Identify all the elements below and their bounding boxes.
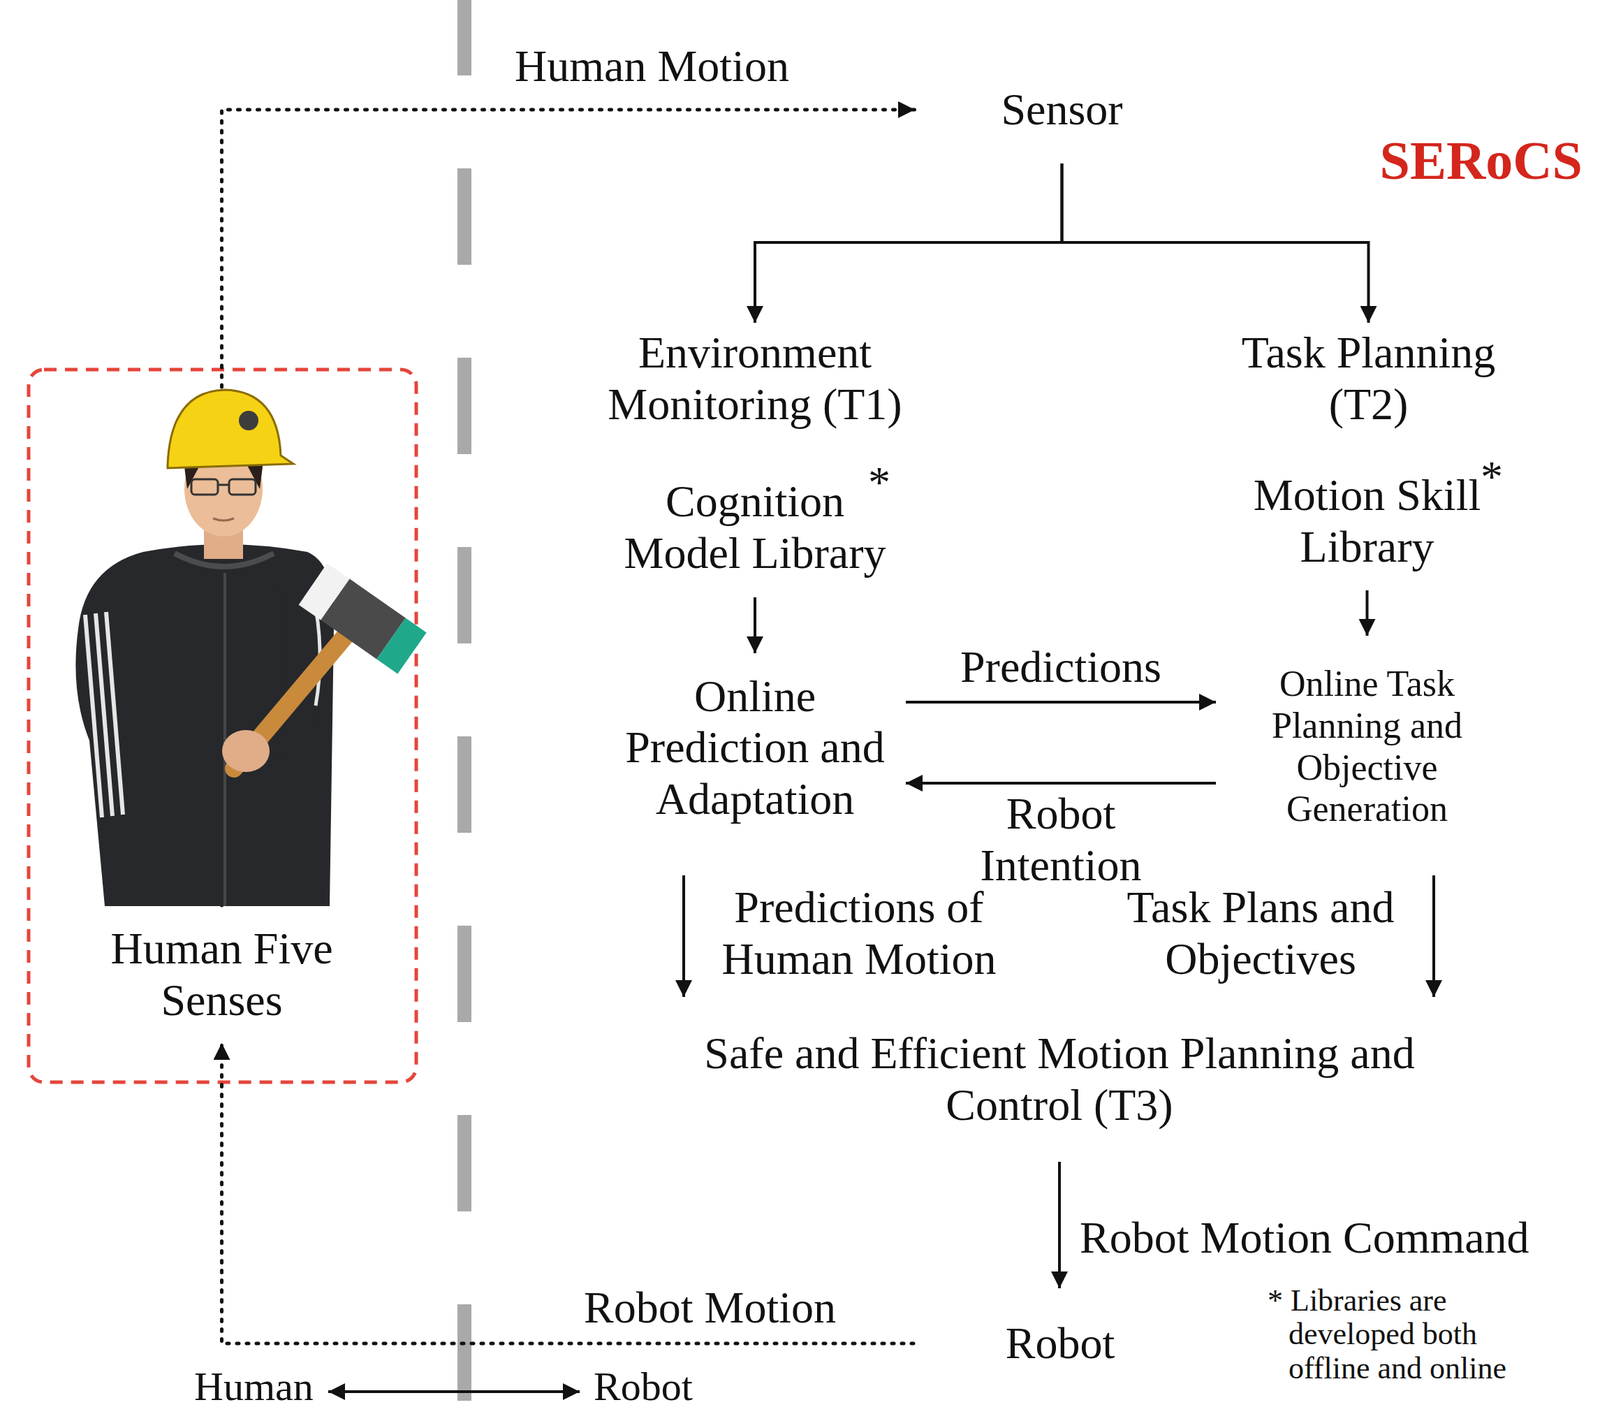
connector-arrow <box>1058 1161 1061 1288</box>
side-label: Robot <box>593 1363 693 1411</box>
box-border <box>605 458 905 596</box>
side-label: Human <box>194 1363 314 1411</box>
module-box: Cognition Model Library* Online Predictio… <box>564 322 946 876</box>
divider-line <box>457 0 472 1421</box>
box-border <box>70 906 373 1042</box>
connector-arrow <box>754 163 1063 323</box>
box-label: Safe and Efficient Motion Planning and C… <box>657 1027 1462 1130</box>
edge-label: Predictions of Human Motion <box>698 881 1020 985</box>
edge-label: Robot Motion <box>583 1281 836 1334</box>
control-box: Safe and Efficient Motion Planning and C… <box>602 996 1517 1162</box>
box-label: Online Prediction and Adaptation <box>618 670 892 825</box>
edge-label: Robot Intention <box>956 787 1166 891</box>
connector-arrow <box>682 875 686 997</box>
box-border <box>914 1289 1206 1397</box>
edge-label: Robot Motion Command <box>1079 1211 1530 1264</box>
system-region: Cognition Model Library*Online Predictio… <box>515 199 1597 1200</box>
box-border <box>1217 453 1517 589</box>
edge-label: Task Plans and Objectives <box>1099 881 1422 985</box>
box-label: Online Task Planning and Objective Gener… <box>1229 662 1505 830</box>
box-label: Motion Skill Library <box>1229 469 1505 572</box>
box-border <box>1217 636 1517 856</box>
module-box: Motion Skill Library* Online Task Plannin… <box>1178 322 1559 876</box>
box-label: Cognition Model Library <box>618 475 892 579</box>
motion-flow <box>222 1042 915 1343</box>
connector-arrow <box>905 700 1216 704</box>
connector-arrow <box>1062 163 1369 323</box>
footnote-marker: * <box>868 460 891 505</box>
box-border <box>916 57 1208 163</box>
library-box: Motion Skill Library* <box>1215 451 1519 591</box>
connector-arrow <box>905 781 1216 785</box>
box-label: Human Five Senses <box>83 922 361 1026</box>
side-arrow <box>328 1389 580 1393</box>
footnote-marker: * <box>1480 454 1503 500</box>
library-box: Cognition Model Library* <box>604 457 906 598</box>
box-outline <box>602 996 1517 1162</box>
box-label: Sensor <box>1000 83 1123 136</box>
sensor-box: Sensor <box>914 55 1209 164</box>
box-border <box>565 324 945 874</box>
box-label: Robot <box>1005 1317 1115 1369</box>
connector-arrow <box>1366 590 1369 636</box>
box-border <box>603 997 1516 1161</box>
region-heading: SERoCS <box>1380 129 1583 193</box>
process-box: Online Prediction and Adaptation <box>604 652 906 842</box>
human-region <box>28 369 417 1082</box>
senses-box: Human Five Senses <box>69 905 375 1043</box>
robot-box: Robot <box>913 1287 1207 1399</box>
box-label: Environment Monitoring (T1) <box>580 326 930 430</box>
process-box: Online Task Planning and Objective Gener… <box>1215 635 1519 857</box>
box-label: Task Planning (T2) <box>1215 326 1523 430</box>
footnote: * Libraries are developed both offline a… <box>1267 1283 1540 1385</box>
edge-label: Predictions <box>905 641 1216 693</box>
connector-arrow <box>1432 875 1436 997</box>
connector-arrow <box>753 597 757 653</box>
edge-label: Human Motion <box>514 40 790 93</box>
box-border <box>605 654 905 841</box>
box-border <box>1179 324 1558 874</box>
box-border <box>517 201 1596 1198</box>
